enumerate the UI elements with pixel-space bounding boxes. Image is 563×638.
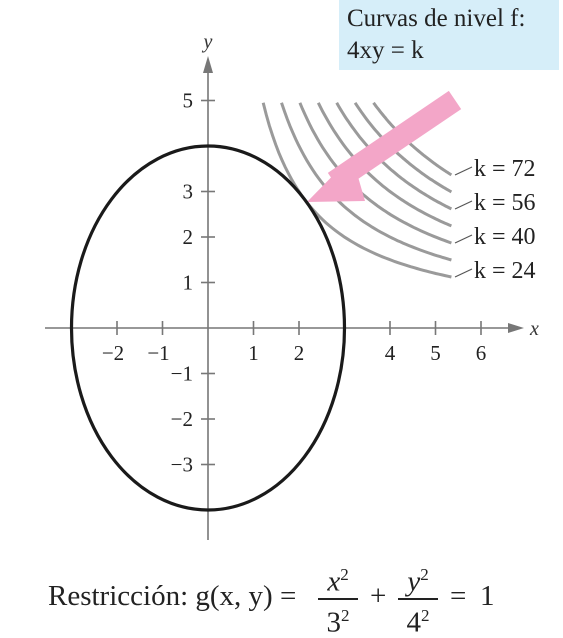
level-curve-64 [353, 101, 453, 194]
level-curve-56 [335, 102, 453, 211]
ellipse-curve [69, 144, 347, 512]
pink-arrow [307, 90, 462, 202]
x-tick-label: 1 [248, 341, 259, 365]
x-axis-label: x [529, 318, 539, 340]
level-curves [261, 101, 453, 279]
rhs-value: 1 [480, 580, 495, 612]
curve-label-leader-0 [454, 166, 473, 176]
y-tick-label: −2 [171, 407, 193, 431]
fraction-x: x2 32 [318, 560, 358, 637]
level-curve-72 [372, 101, 453, 177]
curve-label-leader-2 [454, 234, 473, 244]
fraction-x-numerator: x [327, 565, 341, 598]
x-tick-label: 6 [476, 341, 487, 365]
y-tick-label: 2 [183, 225, 194, 249]
arrow-head [307, 156, 365, 202]
fraction-y-denominator: 4 [406, 606, 422, 638]
x-tick-label: −2 [102, 341, 124, 365]
fraction-y-numerator: y [407, 565, 421, 598]
y-tick-label: 1 [183, 271, 194, 295]
y-tick-label: 5 [183, 89, 194, 113]
fraction-y-den-exponent: 2 [421, 605, 430, 625]
x-tick-label: 2 [294, 341, 305, 365]
level-curve-48 [316, 102, 452, 228]
legend-box [339, 0, 559, 70]
constraint-equation: Restricción: g(x, y) = x2 32 + y2 42 = 1 [48, 560, 563, 637]
level-curve-labels: k = 72 k = 56 k = 40 k = 24 [454, 156, 536, 284]
y-tick-label: −3 [171, 453, 193, 477]
legend-equation: 4xy = k [347, 36, 424, 66]
constraint-ellipse [69, 144, 347, 512]
level-curve-40 [298, 102, 452, 245]
axes: x y −2 −1 1 2 4 5 6 5 3 2 1 −1 −2 −3 [45, 31, 539, 540]
x-tick-label: 5 [430, 341, 441, 365]
plus-sign: + [370, 580, 387, 612]
fraction-x-den-exponent: 2 [341, 605, 350, 625]
legend-equation-text: 4xy = k [347, 37, 424, 64]
curve-label-1: k = 56 [474, 190, 536, 216]
y-axis-arrowhead [203, 56, 213, 73]
curve-label-leader-3 [454, 268, 473, 278]
fraction-x-num-exponent: 2 [340, 565, 349, 584]
legend-title: Curvas de nivel f: [347, 4, 525, 34]
level-curve-32 [280, 102, 452, 262]
curve-label-0: k = 72 [474, 156, 536, 182]
x-tick-label: 4 [385, 341, 396, 365]
y-tick-label: 3 [183, 180, 194, 204]
fraction-y: y2 42 [398, 560, 438, 637]
legend-title-text: Curvas de nivel f: [347, 5, 526, 32]
equals-sign: = [450, 580, 467, 612]
fraction-y-num-exponent: 2 [420, 565, 429, 584]
fraction-x-denominator: 3 [326, 606, 342, 638]
plot-area: x y −2 −1 1 2 4 5 6 5 3 2 1 −1 −2 −3 k = 72 k = 56 k = 40… [45, 31, 539, 540]
y-axis-label: y [202, 31, 213, 53]
constraint-label: Restricción: g(x, y) = [48, 580, 297, 612]
level-curve-24 [261, 102, 452, 279]
curve-label-2: k = 40 [474, 224, 536, 250]
x-tick-label: −1 [147, 341, 169, 365]
y-tick-label: −1 [171, 362, 193, 386]
x-axis-arrowhead [508, 323, 524, 333]
curve-label-3: k = 24 [474, 258, 536, 284]
curve-label-leader-1 [454, 200, 473, 210]
